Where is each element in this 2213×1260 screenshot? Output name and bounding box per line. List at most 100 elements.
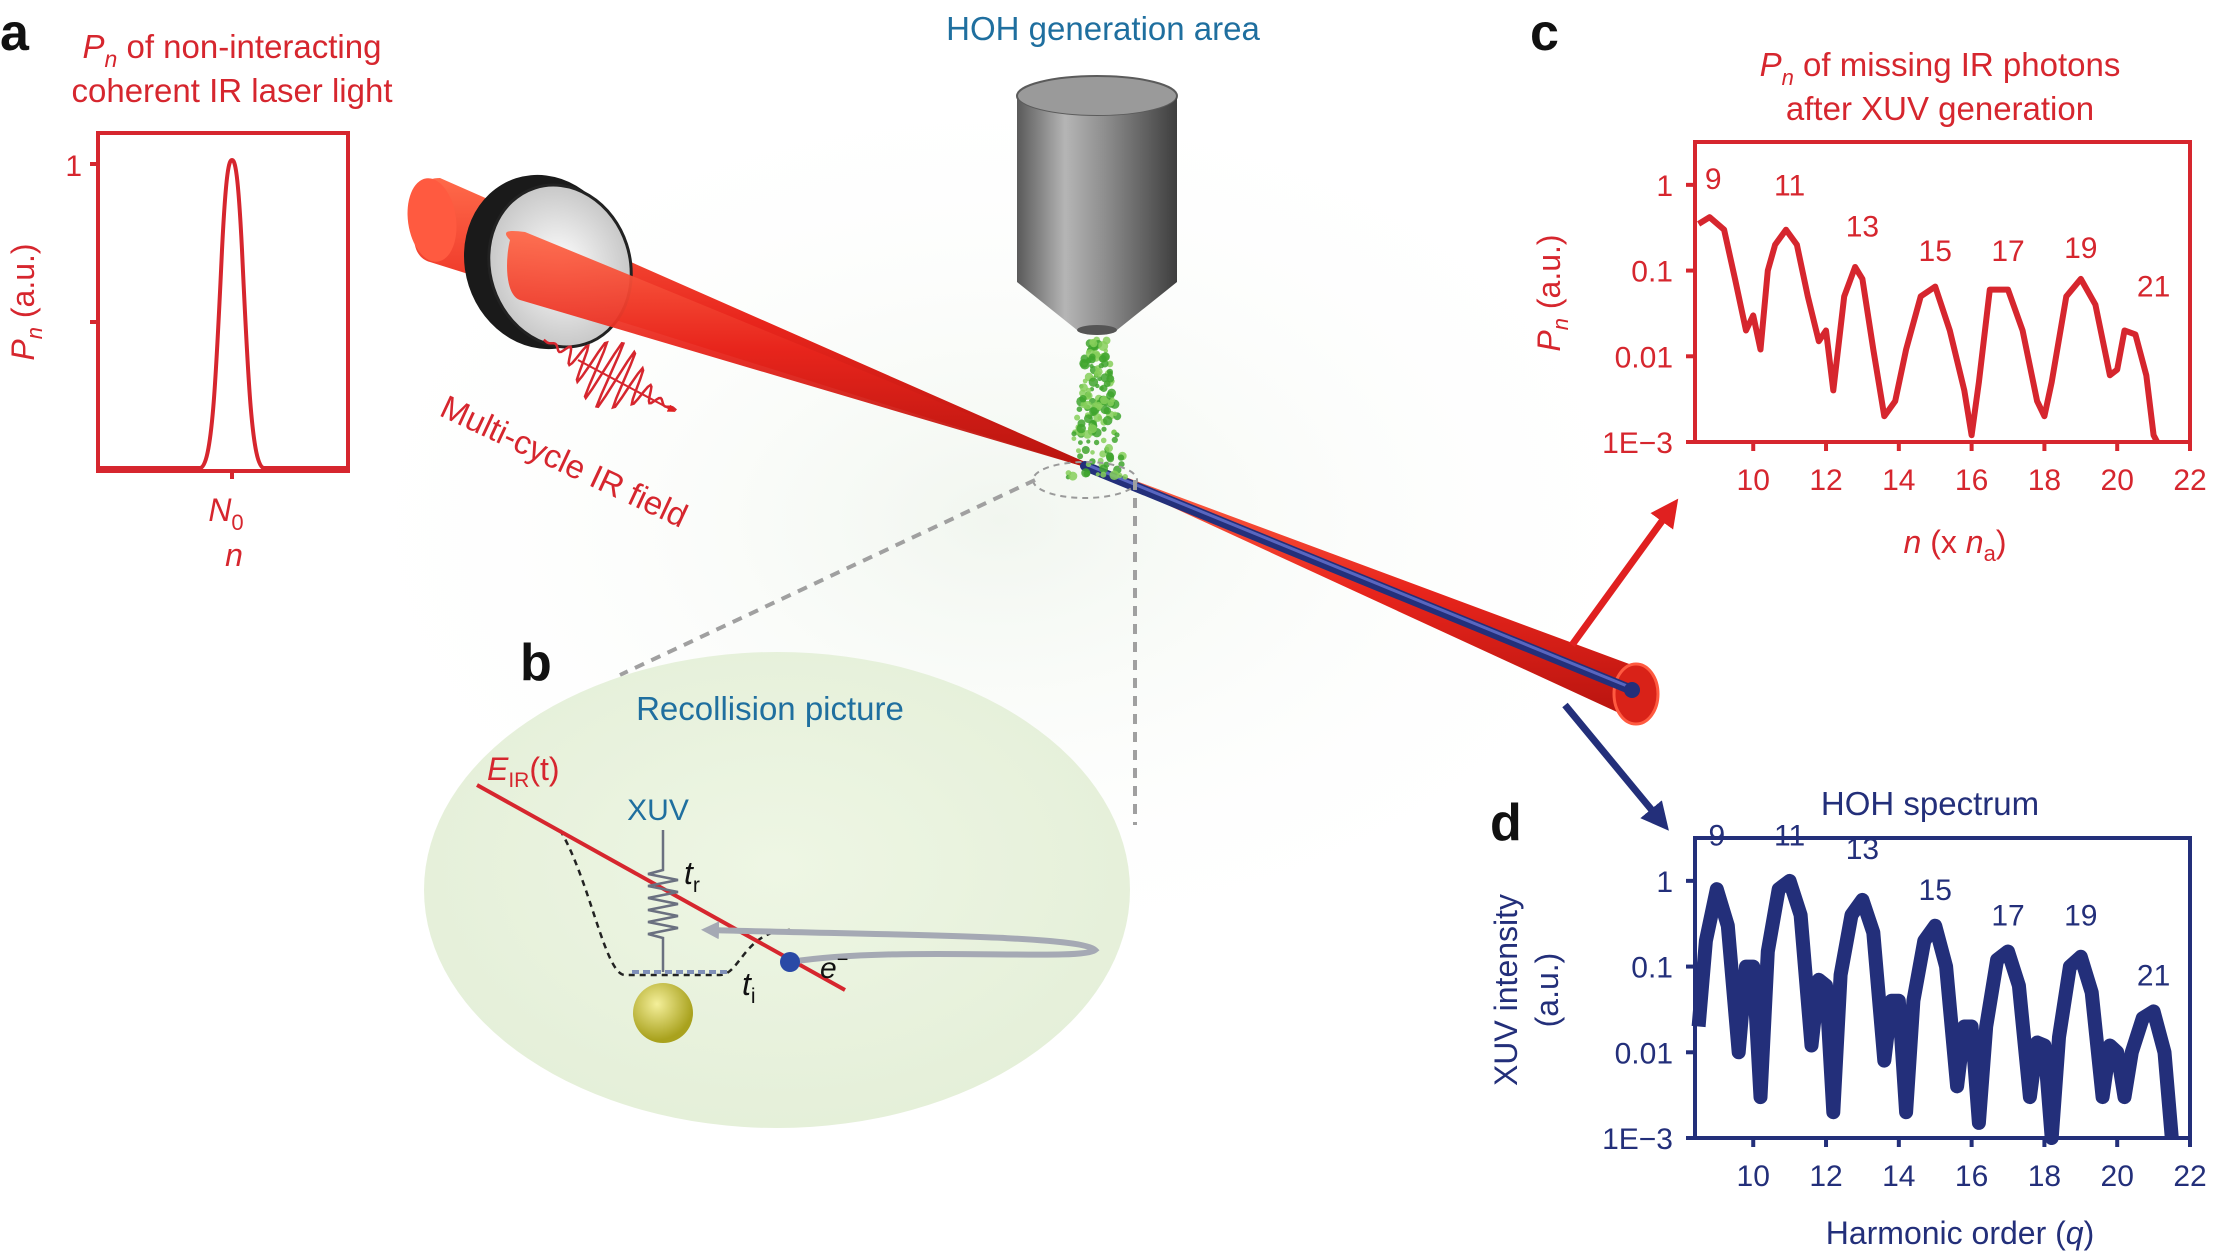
gas-particle [1106, 374, 1115, 383]
panel-c-xlabel: n (x na) [1904, 524, 2007, 566]
gas-particle [1103, 415, 1113, 426]
experimental-setup: Multi-cycle IR field HOH generation area [407, 10, 1679, 831]
panel-a-ytick-label: 1 [65, 150, 82, 183]
panel-b-title: Recollision picture [636, 690, 904, 727]
gas-particle [1104, 444, 1113, 453]
panel-d-xtick-label-3: 16 [1955, 1160, 1988, 1193]
gas-particle [1076, 406, 1083, 413]
gas-particle [1101, 360, 1109, 368]
gas-particle [1089, 407, 1098, 416]
gas-particle [1112, 411, 1118, 417]
gas-particle [1110, 397, 1115, 403]
gas-particle [1100, 437, 1107, 444]
gas-particle [1094, 372, 1099, 377]
gas-particle [1090, 450, 1095, 455]
gas-particle [1099, 450, 1107, 458]
panel-d-peak-label-0: 9 [1708, 819, 1725, 852]
gas-particle [1106, 391, 1115, 400]
panel-a-letter: a [0, 4, 30, 62]
gas-particle [1122, 474, 1128, 480]
gas-particle [1085, 391, 1093, 400]
gas-jet [1065, 336, 1128, 481]
gas-particle [1071, 431, 1077, 437]
arrow-to-panel-c [1569, 498, 1679, 648]
gas-particle [1068, 471, 1078, 481]
panel-a-title-line2: coherent IR laser light [72, 72, 393, 109]
panel-c-xtick-label-1: 12 [1809, 464, 1842, 497]
panel-a-ylabel: Pn (a.u.) [5, 243, 47, 360]
gas-particle [1078, 440, 1083, 445]
panel-c-title-line2: after XUV generation [1786, 90, 2094, 127]
panel-a-xtick-label: N0 [208, 492, 243, 535]
gas-particle [1101, 426, 1107, 432]
beam-entrance [407, 178, 457, 262]
gas-particle [1098, 341, 1109, 351]
xuv-label: XUV [627, 794, 689, 827]
panel-d-peak-label-1: 11 [1774, 819, 1805, 852]
gas-particle [1084, 414, 1093, 423]
gas-particle [1082, 378, 1088, 384]
panel-d-title: HOH spectrum [1821, 785, 2039, 822]
panel-c-ylabel: Pn (a.u.) [1531, 234, 1573, 351]
xuv-beam-exit [1624, 682, 1640, 698]
panel-c-ytick-label-1: 0.1 [1631, 256, 1673, 289]
gas-particle [1087, 355, 1096, 364]
panel-c-ytick-label-0: 1 [1656, 170, 1673, 203]
gas-particle [1090, 339, 1098, 348]
panel-d-xtick-label-2: 14 [1882, 1160, 1915, 1193]
gas-particle [1103, 407, 1112, 415]
electron-trajectory [701, 921, 1100, 965]
panel-c-spectrum-line [1697, 214, 2160, 444]
panel-c-letter: c [1530, 4, 1559, 62]
atom-core [633, 983, 693, 1043]
panel-c-title: Pn of missing IR photons [1760, 46, 2121, 90]
gas-particle [1100, 471, 1107, 478]
gas-particle [1095, 383, 1100, 389]
panel-b: b Recollision picture EIR(t) XUV tr e− t… [424, 634, 1130, 1128]
gas-particle [1093, 439, 1100, 446]
panel-d-peak-label-4: 17 [1991, 900, 2024, 933]
gas-particle [1111, 436, 1118, 443]
panel-d-ytick-label-1: 0.1 [1631, 952, 1673, 985]
panel-d-spectrum-line [1691, 873, 2179, 1145]
panel-c-ytick-label-2: 0.01 [1615, 341, 1673, 374]
ir-beam-front [505, 230, 1085, 467]
panel-b-letter: b [520, 634, 552, 692]
xuv-pulse [647, 830, 679, 972]
gas-particle [1081, 446, 1090, 454]
panel-d-peak-label-3: 15 [1919, 874, 1952, 907]
gas-particle [1103, 461, 1110, 468]
gas-particle [1076, 423, 1086, 434]
ti-label: ti [742, 966, 756, 1008]
panel-c-xtick-label-5: 20 [2101, 464, 2134, 497]
gas-particle [1079, 395, 1087, 403]
gas-particle [1100, 395, 1109, 405]
gas-particle [1094, 402, 1103, 410]
gas-particle [1114, 432, 1120, 438]
gas-particle [1076, 448, 1081, 454]
panel-d-xlabel: Harmonic order (q) [1826, 1215, 2095, 1251]
panel-c-peak-label-5: 19 [2064, 232, 2097, 265]
gas-particle [1074, 414, 1081, 421]
wave-packet-arrow [577, 359, 676, 412]
panel-a-title: Pn of non-interacting [83, 28, 382, 72]
gas-particle [1117, 472, 1123, 479]
panel-b-background [424, 652, 1130, 1128]
panel-d-peak-label-2: 13 [1846, 833, 1879, 866]
gas-particle [1095, 472, 1100, 477]
electron [780, 952, 800, 972]
panel-a: a Pn of non-interacting coherent IR lase… [0, 4, 393, 573]
panel-c-xtick-label-2: 14 [1882, 464, 1915, 497]
panel-d-xtick-label-6: 22 [2173, 1160, 2206, 1193]
gas-particle [1109, 470, 1120, 481]
gas-particle [1083, 430, 1092, 439]
zoom-line-left [619, 478, 1036, 677]
panel-d-xtick-label-4: 18 [2028, 1160, 2061, 1193]
panel-c-xtick-label-4: 18 [2028, 464, 2061, 497]
gas-particle [1077, 453, 1084, 460]
panel-d-xtick-label-5: 20 [2101, 1160, 2134, 1193]
panel-c-peak-label-4: 17 [1991, 235, 2024, 268]
gas-particle [1093, 413, 1102, 422]
